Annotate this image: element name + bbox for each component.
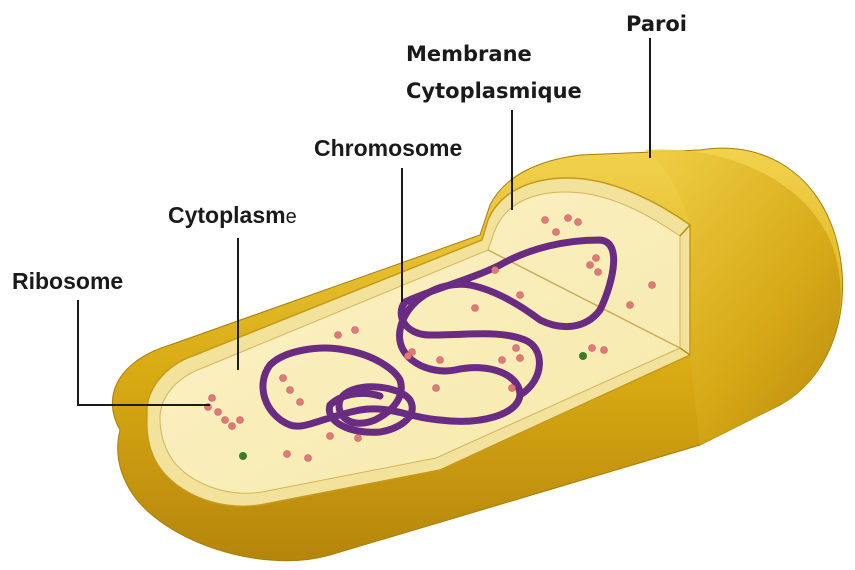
label-membrane-line2: Cytoplasmique	[406, 79, 582, 103]
ribosome	[575, 219, 582, 226]
label-membrane-line1: Membrane	[406, 42, 532, 66]
ribosome	[327, 433, 334, 440]
ribosome	[297, 399, 304, 406]
ribosome	[209, 395, 216, 402]
ribosome	[280, 375, 287, 382]
ribosome	[509, 385, 516, 392]
ribosome	[237, 417, 244, 424]
label-ribosome: Ribosome	[12, 268, 123, 294]
ribosome	[649, 282, 656, 289]
ribosome	[601, 347, 608, 354]
ribosome	[595, 269, 602, 276]
ribosome	[305, 455, 312, 462]
ribosome	[589, 345, 596, 352]
label-cytoplasme-main: Cytoplasm	[168, 202, 286, 228]
ribosome	[513, 345, 520, 352]
ribosome	[627, 302, 634, 309]
ribosome	[517, 355, 524, 362]
ribosome	[287, 387, 294, 394]
ribosome	[472, 305, 479, 312]
ribosome	[517, 292, 524, 299]
ribosome	[352, 327, 359, 334]
ribosome	[284, 451, 291, 458]
ribosome	[499, 357, 506, 364]
ribosome	[542, 217, 549, 224]
label-chromosome: Chromosome	[314, 135, 462, 161]
label-cytoplasme-suffix: e	[286, 206, 297, 228]
ribosome	[335, 332, 342, 339]
ribosome	[587, 262, 594, 269]
ribosome	[405, 353, 412, 360]
ribosome	[433, 385, 440, 392]
granule	[239, 452, 247, 460]
ribosome	[553, 229, 560, 236]
ribosome	[355, 435, 362, 442]
ribosome	[593, 255, 600, 262]
ribosome	[492, 267, 499, 274]
label-cytoplasme: Cytoplasme	[168, 202, 297, 228]
ribosome	[222, 417, 229, 424]
label-paroi: Paroi	[626, 12, 687, 36]
ribosome	[437, 357, 444, 364]
ribosome	[229, 423, 236, 430]
ribosome	[215, 409, 222, 416]
granule	[579, 352, 587, 360]
ribosome	[565, 215, 572, 222]
